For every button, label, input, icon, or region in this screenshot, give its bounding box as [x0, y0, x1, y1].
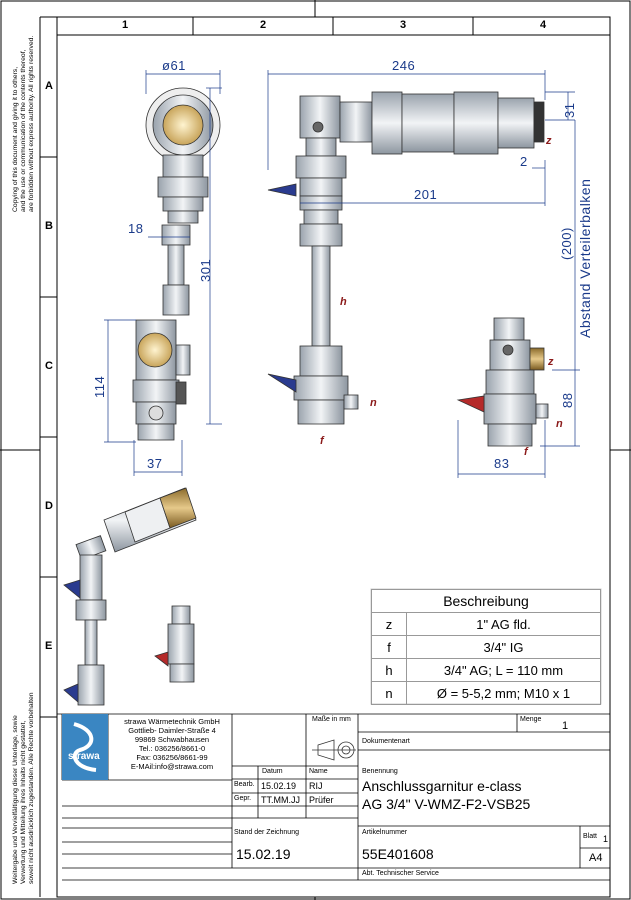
- label-f-side: f: [320, 435, 324, 447]
- stand-value: 15.02.19: [236, 846, 291, 862]
- grid-row-c: C: [45, 360, 53, 372]
- benennung-label: Benennung: [362, 768, 398, 775]
- label-n-right: n: [556, 418, 563, 430]
- mass-label: Maße in mm: [312, 716, 351, 723]
- table-cell-value: 1" AG fld.: [406, 612, 601, 636]
- table-cell-key: h: [371, 658, 407, 682]
- company-address: strawa Wärmetechnik GmbH Gottlieb- Daiml…: [114, 717, 230, 771]
- datum-label: Datum: [262, 768, 283, 775]
- table-cell-value: Ø = 5-5,2 mm; M10 x 1: [406, 681, 601, 705]
- dim-246: 246: [392, 58, 416, 73]
- label-n-side: n: [370, 397, 377, 409]
- label-z-side: z: [546, 135, 552, 147]
- company-email: E-MAil:info@strawa.com: [130, 762, 214, 771]
- gepr-label: Gepr.: [234, 795, 252, 802]
- dim-abstand-label: Abstand Verteilerbalken: [577, 178, 593, 338]
- table-cell-value: 3/4" IG: [406, 635, 601, 659]
- table-cell-value: 3/4" AG; L = 110 mm: [406, 658, 601, 682]
- gepr-name: Prüfer: [309, 795, 334, 805]
- company-name: strawa Wärmetechnik GmbH: [124, 717, 220, 726]
- grid-column-3: 3: [400, 19, 407, 31]
- label-f-right: f: [524, 446, 528, 458]
- table-cell-key: f: [371, 635, 407, 659]
- bearb-name: RIJ: [309, 781, 323, 791]
- artikel-label: Artikelnummer: [362, 829, 408, 836]
- view-right: [456, 317, 549, 447]
- grid-column-1: 1: [122, 19, 129, 31]
- benennung-line-2: AG 3/4" V-WMZ-F2-VSB25: [362, 796, 531, 812]
- dim-31: 31: [562, 102, 577, 118]
- description-table-header: Beschreibung: [371, 589, 601, 613]
- view-front: [132, 87, 221, 441]
- view-isometric: [63, 487, 197, 706]
- dim-201: 201: [414, 187, 438, 202]
- menge-label: Menge: [520, 716, 542, 723]
- dokumentenart-label: Dokumentenart: [362, 738, 410, 745]
- view-side: [267, 91, 545, 425]
- abt-label: Abt. Technischer Service: [362, 870, 439, 877]
- grid-row-e: E: [45, 640, 53, 652]
- bearb-date: 15.02.19: [261, 781, 297, 791]
- artikel-value: 55E401608: [362, 846, 434, 862]
- dim-2: 2: [520, 154, 528, 169]
- grid-row-b: B: [45, 220, 53, 232]
- grid-row-a: A: [45, 80, 53, 92]
- format-value: A4: [589, 852, 603, 864]
- gepr-date: TT.MM.JJ: [261, 795, 300, 805]
- company-logo-text: strawa: [68, 751, 100, 762]
- benennung-line-1: Anschlussgarnitur e-class: [362, 778, 522, 794]
- table-cell-key: n: [371, 681, 407, 705]
- dim-diameter-61: ø61: [162, 58, 186, 73]
- grid-row-d: D: [45, 500, 53, 512]
- projection-symbol: [312, 739, 356, 761]
- dim-18: 18: [128, 221, 144, 236]
- name-label: Name: [309, 768, 328, 775]
- dim-83: 83: [494, 456, 510, 471]
- bearb-label: Bearb.: [234, 781, 255, 788]
- company-city: 99869 Schwabhausen: [134, 735, 210, 744]
- menge-value: 1: [562, 720, 569, 732]
- company-fax: Fax: 036256/8661-99: [136, 753, 208, 762]
- grid-column-2: 2: [260, 19, 267, 31]
- blatt-label: Blatt: [583, 833, 598, 840]
- dim-114: 114: [92, 375, 107, 398]
- dim-200: (200): [559, 227, 574, 260]
- label-h: h: [340, 296, 347, 308]
- grid-column-4: 4: [540, 19, 547, 31]
- company-street: Gottlieb- Daimler-Straße 4: [128, 726, 216, 735]
- stand-label: Stand der Zeichnung: [234, 829, 299, 836]
- dim-301: 301: [198, 258, 213, 282]
- dimension-lines: [104, 70, 580, 478]
- company-tel: Tel.: 036256/8661-0: [138, 744, 206, 753]
- table-cell-key: z: [371, 612, 407, 636]
- label-z-right: z: [548, 356, 554, 368]
- blatt-value: 1: [603, 834, 609, 844]
- dim-37: 37: [147, 456, 163, 471]
- dim-88: 88: [560, 392, 575, 408]
